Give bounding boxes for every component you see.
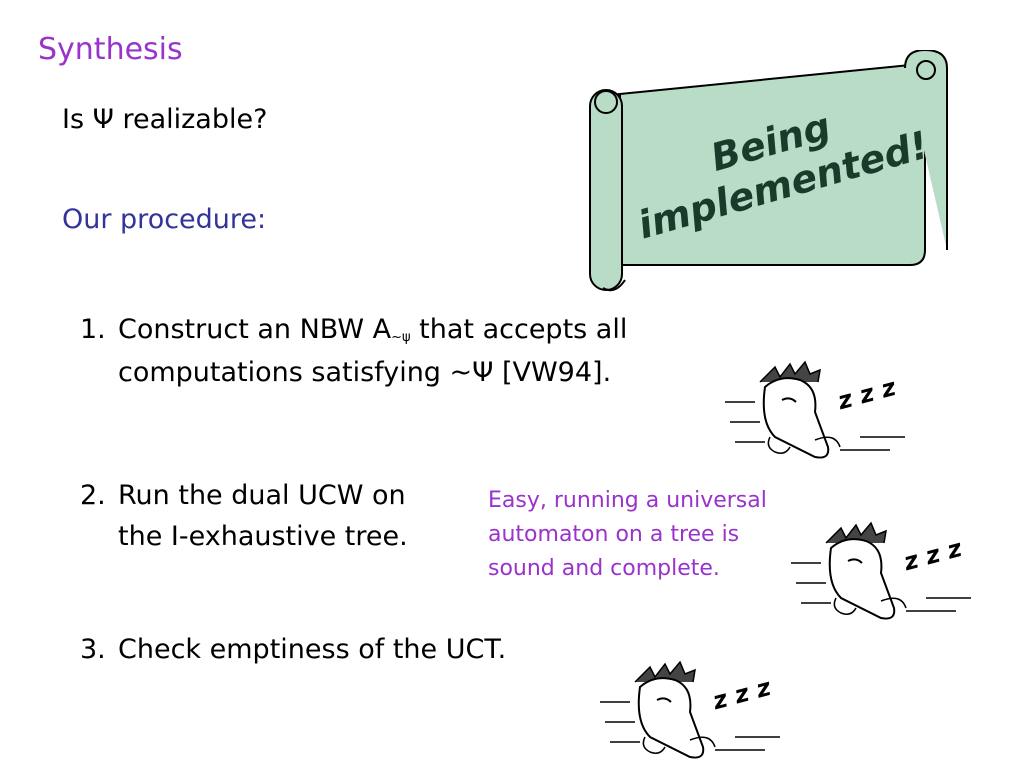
scroll-banner: Being implemented! (585, 48, 950, 300)
step-1-text-b: that accepts all (410, 314, 628, 345)
question-text: Is Ψ realizable? (62, 104, 268, 135)
slide-title: Synthesis (38, 32, 183, 67)
sleeping-crocodile-3: z z z (595, 652, 795, 762)
sleep-zzz-1: z z z (834, 373, 900, 416)
note-line-3: sound and complete. (488, 556, 720, 581)
procedure-heading: Our procedure: (62, 204, 267, 235)
step-2-number: 2. (80, 480, 106, 511)
note-line-2: automaton on a tree is (488, 522, 740, 547)
step-3-line1: Check emptiness of the UCT. (118, 634, 507, 665)
sleeping-crocodile-icon: z z z (600, 660, 780, 759)
step-1-line2: computations satisfying ~Ψ [VW94]. (118, 357, 612, 388)
step-2-line2: the I-exhaustive tree. (118, 521, 408, 552)
sleep-zzz-2: z z z (900, 534, 966, 577)
sleeping-crocodile-icon: z z z (791, 521, 971, 620)
step-1-number: 1. (80, 314, 106, 345)
note-line-1: Easy, running a universal (488, 488, 767, 513)
step-3-number: 3. (80, 634, 106, 665)
sleeping-crocodile-1: z z z (720, 352, 920, 462)
step-2-line1: Run the dual UCW on (118, 480, 406, 511)
step-1-subscript: ~ψ (391, 330, 411, 345)
step-1-line1: Construct an NBW A~ψ that accepts all (118, 314, 627, 345)
sleep-zzz-3: z z z (709, 673, 775, 716)
scroll-icon: Being implemented! (589, 48, 948, 292)
step-1-text-a: Construct an NBW A (118, 314, 392, 345)
sleeping-crocodile-icon: z z z (725, 360, 905, 459)
sleeping-crocodile-2: z z z (786, 513, 986, 623)
